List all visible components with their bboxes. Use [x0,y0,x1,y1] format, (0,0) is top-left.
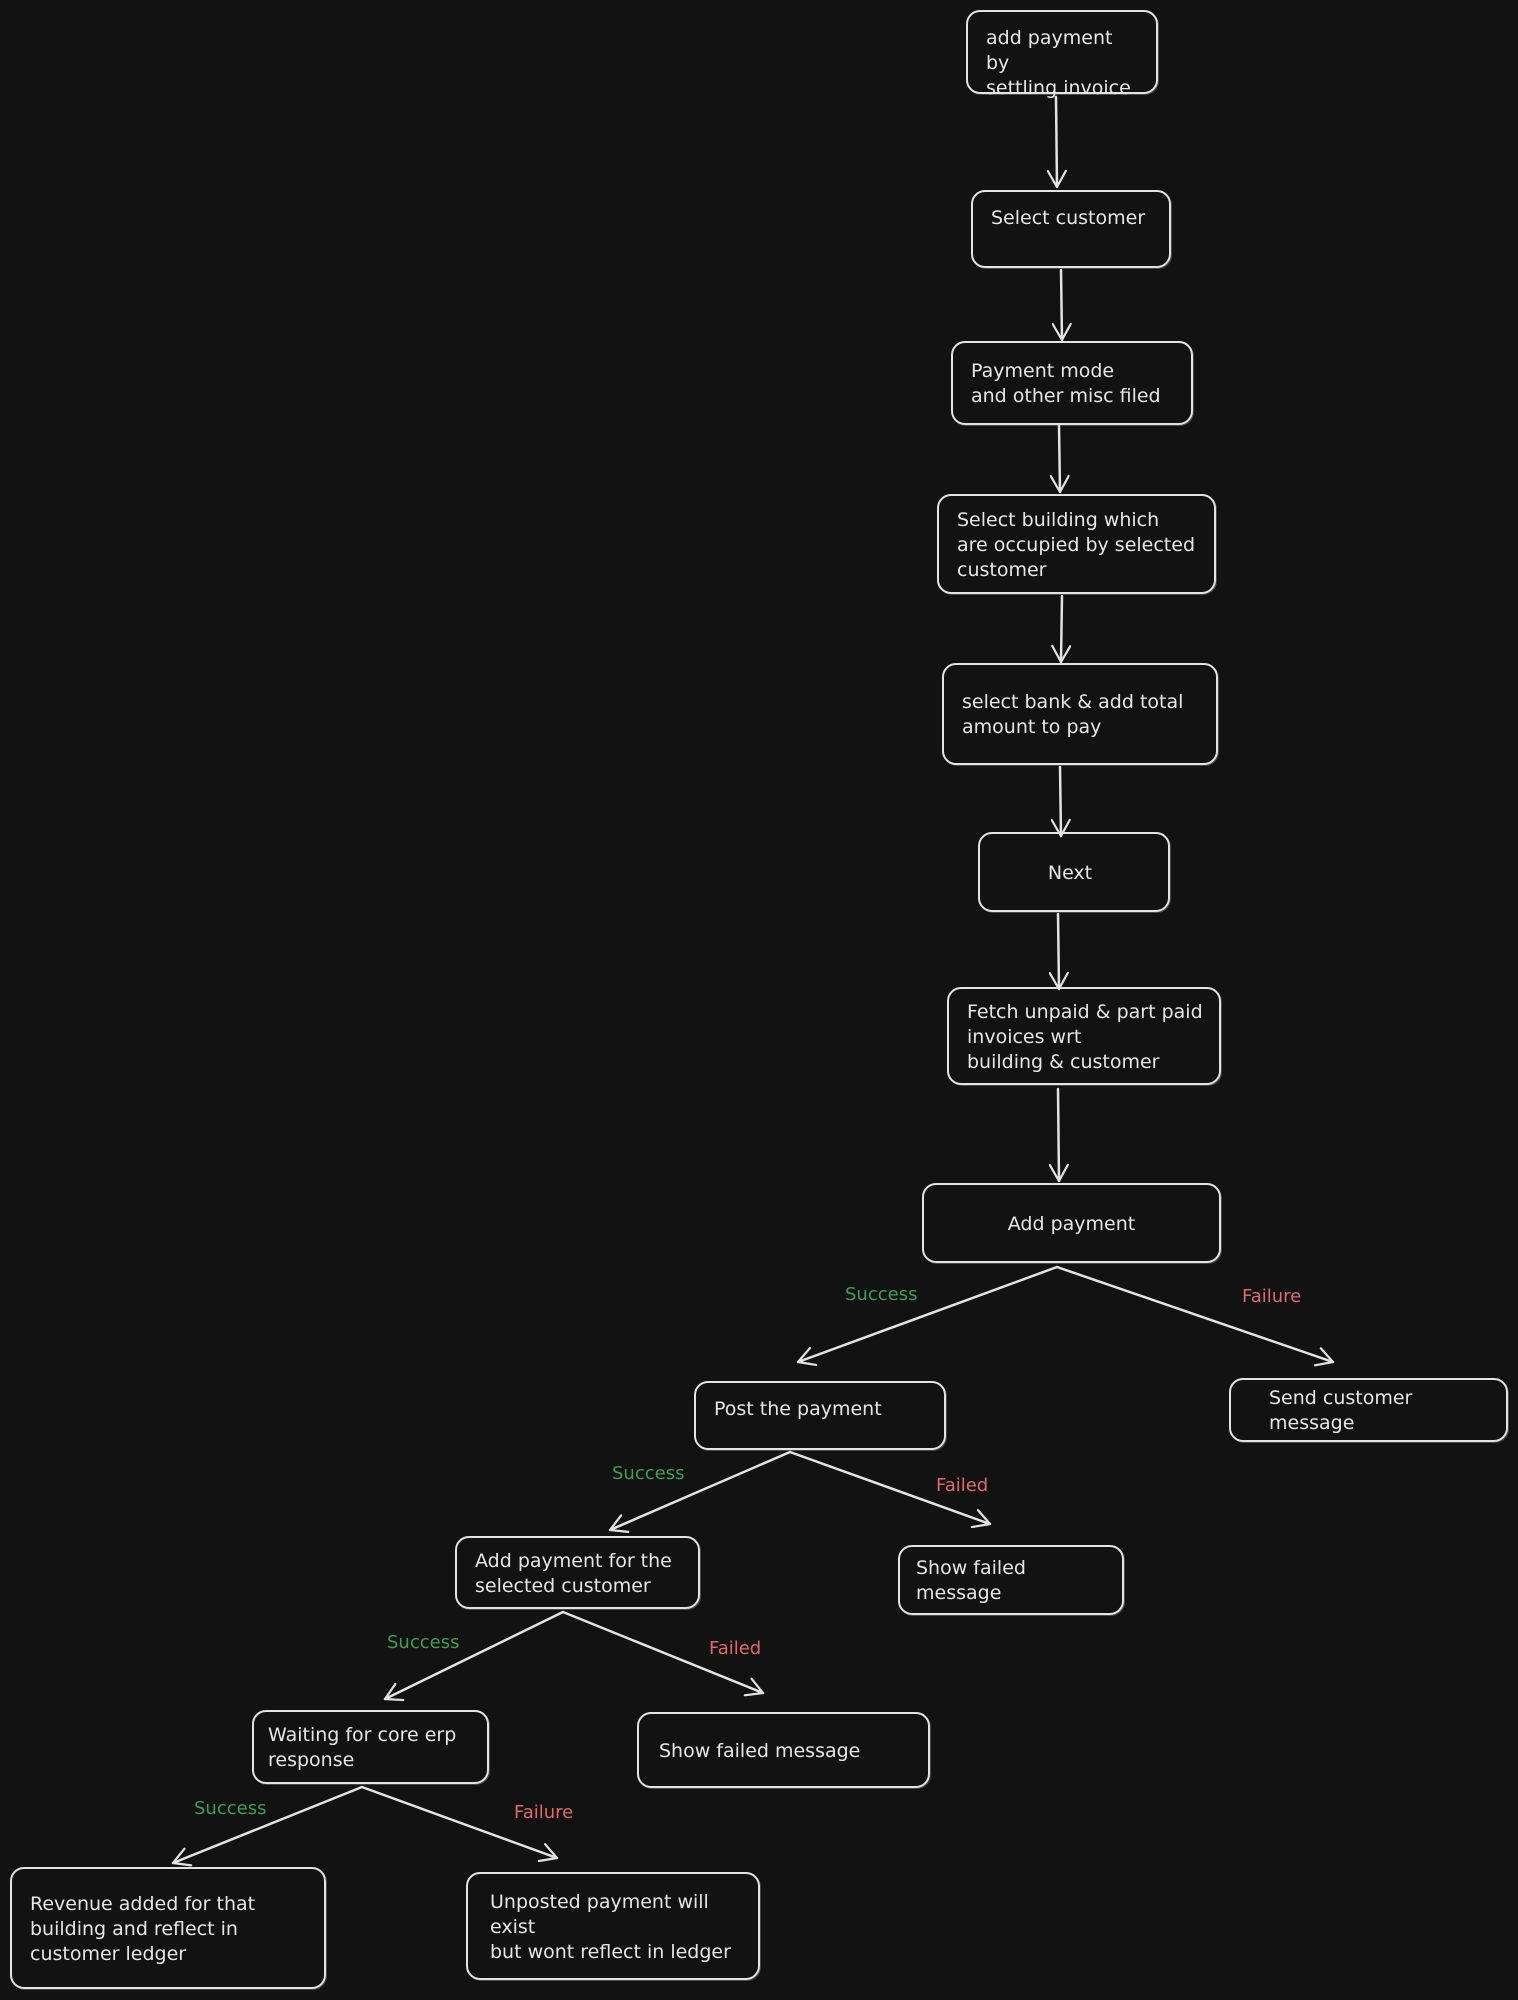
node-start: add payment by settling invoice [966,10,1158,99]
arrow-start-to-select-customer [1056,95,1057,189]
edge-label-failed-2: Failed [936,1475,989,1496]
arrow-add-payment-customer-failed [561,1610,765,1693]
node-select-customer: Select customer [971,190,1171,268]
node-unposted-payment: Unposted payment will exist but wont ref… [466,1872,760,1980]
edge-label-failure-4: Failure [514,1802,574,1823]
node-next: Next [978,832,1170,912]
edge-label-success-2: Success [612,1463,685,1484]
node-add-payment: Add payment [922,1183,1221,1263]
arrow-waiting-erp-success [171,1785,364,1863]
edge-label-failed-3: Failed [709,1638,762,1659]
arrow-select-building-to-select-bank [1061,594,1062,664]
node-revenue-added: Revenue added for that building and refl… [10,1867,326,1989]
arrow-add-payment-success [796,1265,1059,1362]
node-select-bank: select bank & add total amount to pay [942,663,1218,765]
arrow-fetch-invoices-to-add-payment [1058,1087,1059,1183]
node-add-payment-customer: Add payment for the selected customer [455,1536,700,1609]
arrow-next-to-fetch-invoices [1058,912,1059,991]
arrow-select-bank-to-next [1060,765,1061,838]
arrow-payment-mode-to-select-building [1059,424,1060,494]
node-show-failed-message-2: Show failed message [637,1712,930,1788]
edge-label-success-1: Success [845,1284,918,1305]
node-waiting-core-erp: Waiting for core erp response [252,1710,489,1784]
node-post-payment: Post the payment [694,1381,946,1450]
node-fetch-invoices: Fetch unpaid & part paid invoices wrt bu… [947,987,1221,1085]
edge-label-success-4: Success [194,1798,267,1819]
node-show-failed-message-1: Show failed message [898,1545,1124,1615]
node-select-building: Select building which are occupied by se… [937,494,1216,594]
arrow-add-payment-customer-success [383,1610,565,1699]
node-send-customer-message: Send customer message [1229,1378,1508,1442]
arrow-waiting-erp-failure [360,1785,559,1858]
node-payment-mode: Payment mode and other misc filed [951,341,1193,425]
arrow-add-payment-failure [1055,1265,1335,1362]
arrow-post-payment-success [608,1450,792,1530]
arrow-select-customer-to-payment-mode [1061,268,1062,342]
edge-label-failure-1: Failure [1242,1286,1302,1307]
edge-label-success-3: Success [387,1632,460,1653]
arrow-post-payment-failed [788,1450,992,1524]
